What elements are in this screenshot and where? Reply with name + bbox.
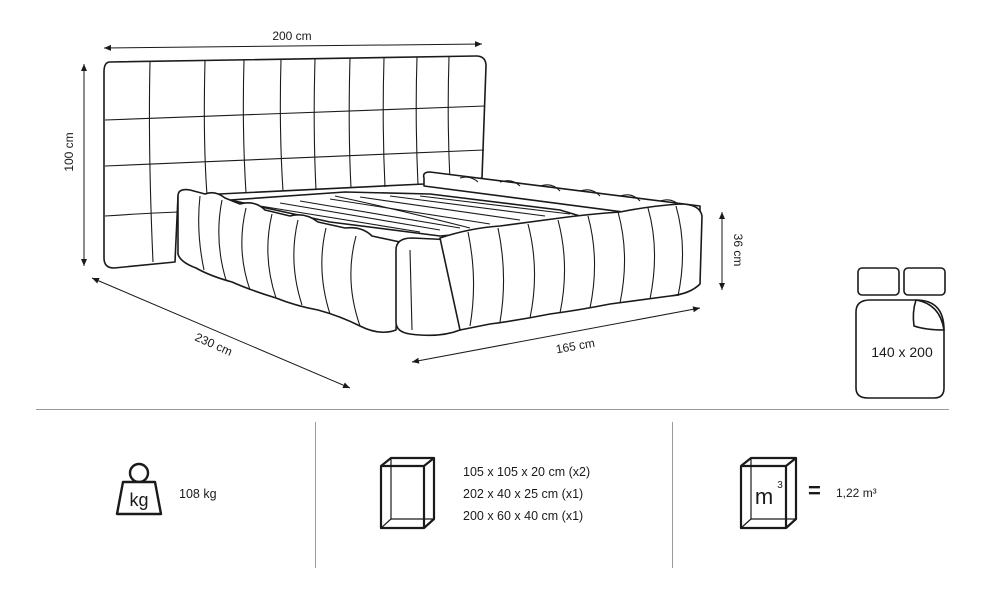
weight-value: 108 kg	[179, 487, 217, 501]
length-label: 230 cm	[193, 330, 235, 359]
weight-icon: kg	[115, 462, 163, 516]
package-item: 202 x 40 x 25 cm (x1)	[463, 487, 584, 501]
width-label: 200 cm	[272, 29, 311, 43]
pillow-icon	[903, 267, 946, 296]
package-list: 105 x 105 x 20 cm (x2) 202 x 40 x 25 cm …	[463, 461, 590, 527]
package-item: 200 x 60 x 40 cm (x1)	[463, 509, 584, 523]
bedding-size-label: 140 x 200	[871, 344, 933, 360]
dimension-width: 200 cm	[103, 29, 483, 51]
package-item: 105 x 105 x 20 cm (x2)	[463, 465, 591, 479]
volume-icon-superscript: 3	[777, 480, 783, 491]
column-divider	[672, 422, 673, 568]
pillow-icon	[857, 267, 900, 296]
bed-frame-rolls-right	[439, 203, 703, 331]
package-box-icon	[379, 456, 436, 530]
equals-sign: =	[808, 478, 821, 503]
dimension-mattress-edge: 165 cm	[411, 306, 701, 364]
bedding-icon	[855, 267, 946, 399]
volume-box-icon: m 3	[739, 456, 798, 530]
height-label: 100 cm	[62, 132, 76, 171]
dimension-frame-height: 36 cm	[719, 212, 745, 290]
volume-icon-label: m	[755, 484, 773, 509]
weight-icon-label: kg	[129, 490, 148, 510]
frame-height-label: 36 cm	[731, 234, 745, 267]
volume-value: 1,22 m³	[836, 486, 877, 500]
headboard	[103, 55, 487, 269]
headboard-tufting-horizontal	[104, 105, 486, 217]
mattress-edge-label: 165 cm	[555, 336, 596, 357]
headboard-tufting-vertical	[148, 56, 451, 263]
dimension-height: 100 cm	[62, 64, 87, 266]
bed-dimension-drawing: 200 cm 100 cm 230 cm 165 cm 36 cm	[62, 29, 946, 399]
section-divider	[36, 409, 949, 410]
column-divider	[315, 422, 316, 568]
